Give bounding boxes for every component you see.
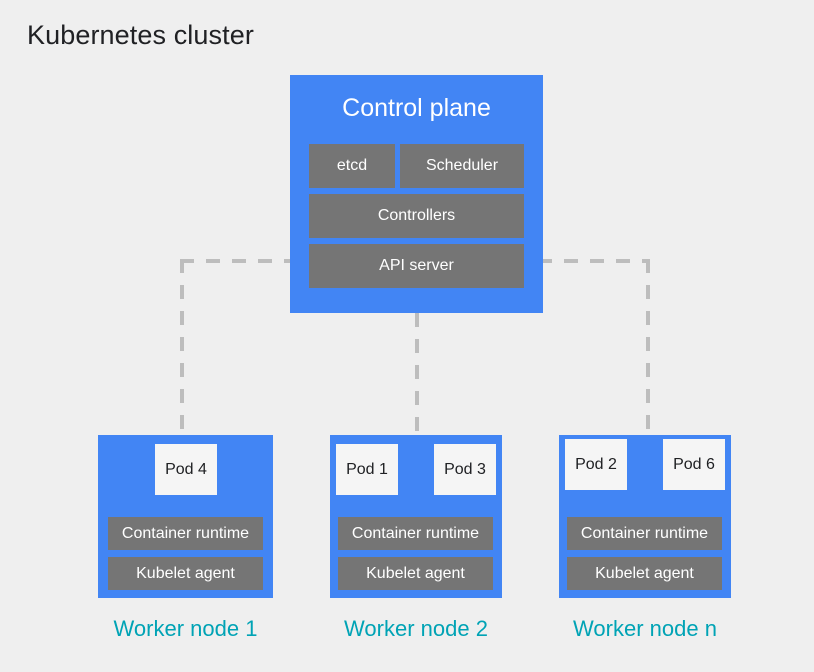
container-runtime-bar: Container runtime [338,517,493,550]
worker-node-2-box: Pod 1 Pod 3 Container runtime Kubelet ag… [330,435,502,598]
control-plane-component-scheduler: Scheduler [400,144,524,188]
pod-box: Pod 2 [565,439,627,490]
control-plane-title: Control plane [342,94,491,122]
pod-box: Pod 6 [663,439,725,490]
connector-apiserver-to-worker-1-horizontal [180,259,295,263]
page-title: Kubernetes cluster [27,20,254,50]
connector-controlplane-to-worker-2-vertical [415,313,419,437]
kubelet-agent-bar: Kubelet agent [108,557,263,590]
control-plane-component-controllers: Controllers [309,194,524,238]
control-plane-box: Control plane etcd Scheduler Controllers… [290,75,543,313]
worker-node-1-caption: Worker node 1 [113,616,258,641]
worker-node-2-caption: Worker node 2 [344,616,488,641]
control-plane-component-api-server: API server [309,244,524,288]
container-runtime-bar: Container runtime [108,517,263,550]
connector-apiserver-to-worker-n-horizontal [538,259,650,263]
worker-node-1-box: Pod 4 Container runtime Kubelet agent [98,435,273,598]
worker-node-n-caption: Worker node n [573,616,717,641]
pod-box: Pod 3 [434,444,496,495]
pod-box: Pod 1 [336,444,398,495]
kubelet-agent-bar: Kubelet agent [567,557,722,590]
container-runtime-bar: Container runtime [567,517,722,550]
worker-node-n-box: Pod 2 Pod 6 Container runtime Kubelet ag… [559,435,731,598]
control-plane-component-etcd: etcd [309,144,395,188]
connector-apiserver-to-worker-1-vertical [180,259,184,437]
pod-box: Pod 4 [155,444,217,495]
kubelet-agent-bar: Kubelet agent [338,557,493,590]
connector-apiserver-to-worker-n-vertical [646,259,650,437]
